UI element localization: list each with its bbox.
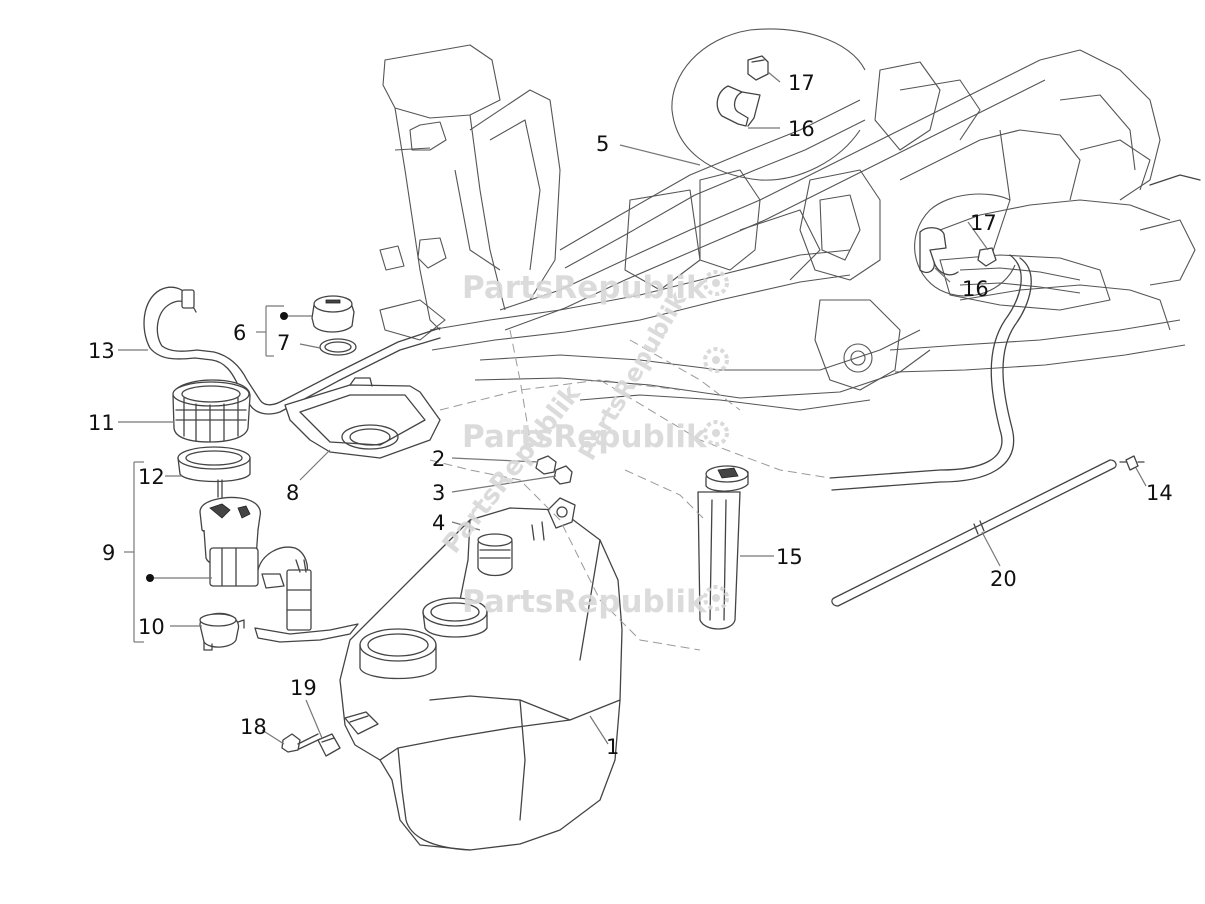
detail-circle-top bbox=[671, 28, 866, 181]
part-6-fuel-cap bbox=[311, 295, 355, 333]
callout-16-top: 16 bbox=[788, 117, 815, 141]
gear-icon bbox=[703, 585, 729, 611]
watermark-text-1: PartsRepublik bbox=[462, 270, 708, 306]
part-8-filler-panel bbox=[284, 377, 441, 459]
part-18-bolt bbox=[281, 733, 321, 753]
part-20-rod bbox=[831, 459, 1117, 607]
callout-15: 15 bbox=[776, 545, 803, 569]
part-9-fuel-pump bbox=[199, 479, 359, 643]
detail-circle-right bbox=[914, 193, 1016, 297]
callout-2: 2 bbox=[432, 447, 445, 471]
part-12-gasket bbox=[177, 446, 251, 483]
part-13-breather-hose bbox=[143, 286, 441, 415]
leader-lines bbox=[118, 71, 1147, 745]
callout-12: 12 bbox=[138, 465, 165, 489]
callout-7: 7 bbox=[277, 331, 290, 355]
part-2-nut bbox=[535, 455, 557, 475]
callout-9: 9 bbox=[102, 541, 115, 565]
watermark-text-2: PartsRepublik bbox=[462, 419, 708, 455]
callout-11: 11 bbox=[88, 411, 115, 435]
callout-4: 4 bbox=[432, 511, 445, 535]
gear-icon bbox=[703, 270, 729, 296]
motorcycle-frame bbox=[379, 44, 1201, 491]
part-19-clip bbox=[317, 733, 341, 757]
watermark-text-3: PartsRepublik bbox=[462, 584, 708, 620]
callout-labels: 5 17 16 17 16 13 6 7 11 12 8 9 10 2 3 4 … bbox=[88, 71, 1173, 759]
part-10-filter bbox=[199, 612, 245, 651]
callout-6: 6 bbox=[233, 321, 246, 345]
gear-icon bbox=[703, 347, 729, 373]
callout-19: 19 bbox=[290, 676, 317, 700]
callout-14: 14 bbox=[1146, 481, 1173, 505]
callout-1: 1 bbox=[606, 735, 619, 759]
callout-5: 5 bbox=[596, 132, 609, 156]
part-15-level-sender bbox=[697, 465, 749, 630]
callout-3: 3 bbox=[432, 481, 445, 505]
callout-16-right: 16 bbox=[962, 277, 989, 301]
callout-17-top: 17 bbox=[788, 71, 815, 95]
part-14-connector bbox=[1119, 455, 1145, 471]
part-7-oring bbox=[319, 338, 357, 356]
assembly-dashed-lines bbox=[429, 329, 831, 651]
callout-13: 13 bbox=[88, 339, 115, 363]
callout-10: 10 bbox=[138, 615, 165, 639]
part-11-ring-nut bbox=[172, 379, 251, 443]
callout-17-right: 17 bbox=[970, 211, 997, 235]
callout-20: 20 bbox=[990, 567, 1017, 591]
callout-18: 18 bbox=[240, 715, 267, 739]
part-1-fuel-tank bbox=[339, 497, 623, 851]
part-3-spacer bbox=[553, 465, 573, 485]
gear-icon bbox=[703, 420, 729, 446]
callout-8: 8 bbox=[286, 481, 299, 505]
